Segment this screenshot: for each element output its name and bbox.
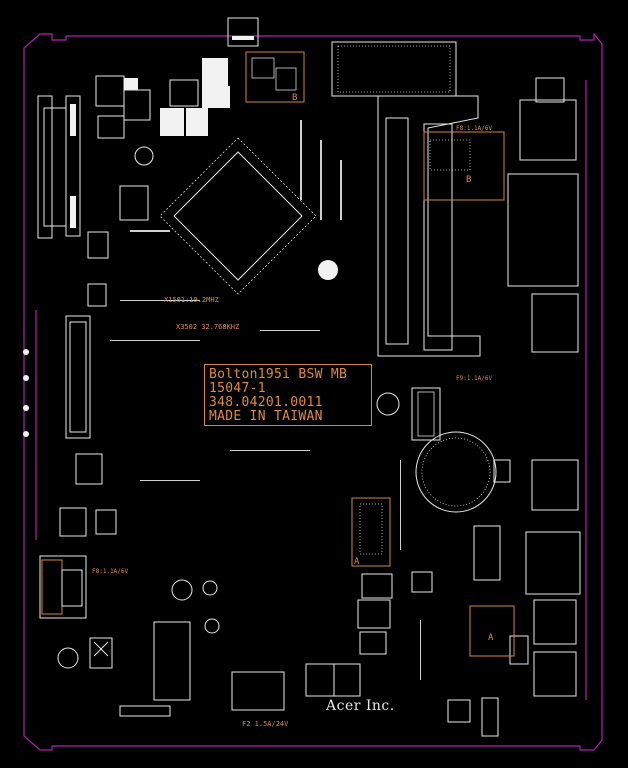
- crystal2-label: X3502 32.768KHZ: [176, 323, 239, 331]
- right-io-connectors: [507, 77, 581, 697]
- pad-field: [110, 120, 421, 680]
- fuse-left-label: F8:1.1A/6V: [92, 568, 129, 575]
- board-name: Bolton195i BSW MB: [209, 367, 348, 382]
- warning-symbol-icon: [89, 637, 113, 669]
- sodimm-slot: [377, 95, 481, 357]
- board-part-number: 348.04201.0011: [209, 395, 323, 410]
- marker-a-right: A: [488, 633, 494, 643]
- fuse-top-right-label: F8:1.1A/6V: [456, 125, 493, 132]
- marker-b-right: B: [466, 175, 471, 185]
- board-revision: 15047-1: [209, 381, 266, 396]
- board-origin: MADE IN TAIWAN: [209, 409, 323, 424]
- coin-battery: [376, 392, 511, 513]
- cpu-package: [159, 137, 338, 295]
- fuse-right-label: F9:1.1A/6V: [456, 375, 493, 382]
- power-components-top-left: [87, 58, 230, 307]
- board-outline: [23, 32, 603, 751]
- left-edge-connectors: [23, 95, 91, 439]
- power-components-bottom: [59, 453, 529, 737]
- crystal1-label: X1501:19.2MHZ: [164, 296, 219, 304]
- brand-logo-text: Acer Inc.: [326, 698, 395, 714]
- marker-a-center: A: [354, 557, 360, 567]
- fuse-bottom-label: F2 1.5A/24V: [242, 720, 289, 728]
- board-id-label: Bolton195i BSW MB 15047-1 348.04201.0011…: [204, 364, 372, 426]
- power-jack: [39, 146, 193, 669]
- marker-b-top: B: [292, 93, 297, 103]
